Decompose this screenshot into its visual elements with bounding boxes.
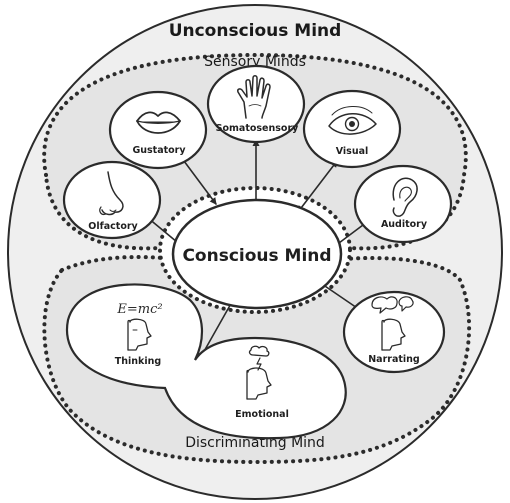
narrating-node-circle	[342, 290, 446, 374]
gustatory-node: Gustatory	[108, 90, 208, 170]
gustatory-node-circle	[108, 90, 208, 170]
ear-icon	[392, 177, 418, 217]
auditory-label: Auditory	[381, 219, 428, 230]
formula-text: E=mc²	[116, 302, 162, 317]
emotional-node: Emotional	[235, 345, 289, 420]
gustatory-label: Gustatory	[132, 145, 186, 156]
auditory-node-circle	[353, 164, 453, 244]
somatosensory-label: Somatosensory	[216, 123, 299, 134]
visual-label: Visual	[336, 146, 369, 157]
somatosensory-node: Somatosensory	[206, 64, 306, 144]
thinking-node: E=mc² Thinking	[115, 302, 163, 367]
narrating-node: Narrating	[342, 290, 446, 374]
nose-icon	[99, 171, 124, 216]
visual-node: Visual	[302, 89, 402, 169]
narrating-label: Narrating	[368, 354, 420, 365]
arrow-visual	[297, 160, 338, 213]
unconscious-mind-label: Unconscious Mind	[169, 21, 342, 41]
visual-node-circle	[302, 89, 402, 169]
olfactory-label: Olfactory	[88, 221, 138, 232]
emotional-label: Emotional	[235, 409, 289, 420]
olfactory-node: Olfactory	[62, 160, 162, 240]
arrow-gustatory	[180, 156, 217, 205]
head-formula-icon	[127, 318, 152, 351]
hand-icon	[237, 75, 271, 119]
conscious-mind-label: Conscious Mind	[182, 246, 331, 266]
somatosensory-node-circle	[206, 64, 306, 144]
lips-icon	[136, 111, 181, 134]
thinking-emotional-node	[65, 283, 347, 440]
olfactory-node-circle	[62, 160, 162, 240]
conscious-mind-node	[171, 198, 343, 310]
eye-icon	[328, 106, 377, 135]
thinking-emotional-shape	[65, 283, 347, 440]
thinking-label: Thinking	[115, 356, 161, 367]
sensory-minds-label: Sensory Minds	[204, 54, 306, 70]
head-storm-icon	[246, 345, 272, 400]
discriminating-mind-label: Discriminating Mind	[185, 435, 325, 451]
head-speech-icon	[371, 296, 414, 351]
auditory-node: Auditory	[353, 164, 453, 244]
